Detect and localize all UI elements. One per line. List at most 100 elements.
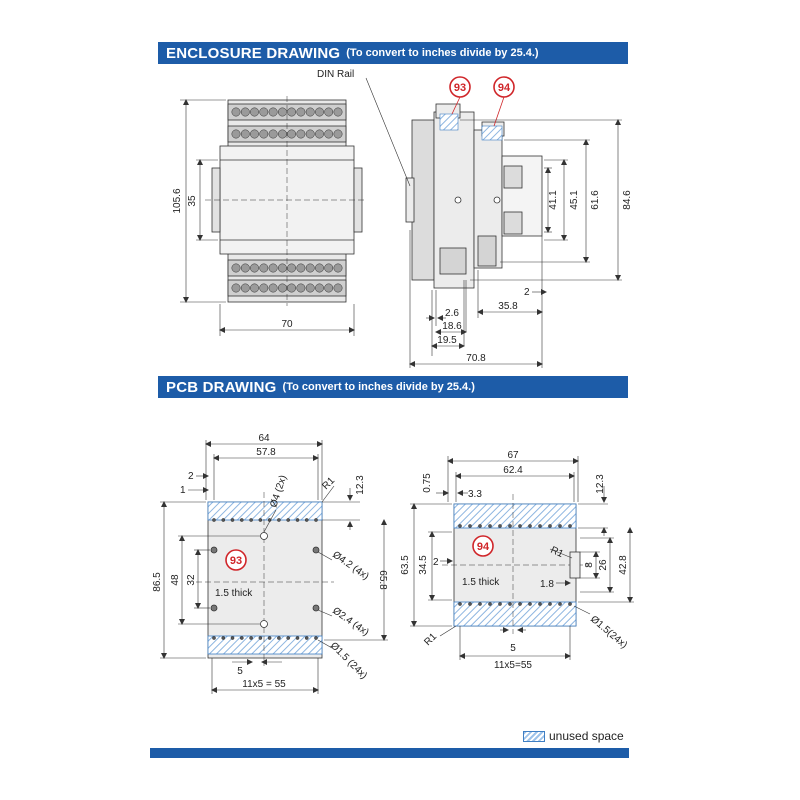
pin-hole — [277, 636, 281, 640]
pin-hole — [478, 524, 482, 528]
pin-hole — [295, 518, 300, 522]
dim-18-6: 18.6 — [442, 321, 462, 332]
terminal-screw — [250, 283, 259, 293]
pin-hole — [498, 524, 502, 528]
terminal-screw — [277, 107, 287, 117]
enclosure-side-view — [405, 103, 543, 289]
pcb-94-hole-1-5: Ø1.5(24x) — [588, 614, 629, 651]
pin-hole — [295, 636, 300, 640]
dim-41-1: 41.1 — [548, 190, 559, 210]
pcb-94-dim-34-5: 34.5 — [418, 555, 429, 575]
pcb-94-dims — [410, 456, 634, 660]
pcb-94-dim-26: 26 — [598, 559, 609, 571]
pcb-93-dim-12-3: 12.3 — [355, 475, 366, 495]
terminal-screw — [333, 283, 343, 293]
pcb-93-dims — [160, 440, 388, 694]
terminal-screw — [287, 107, 297, 117]
pin-hole — [304, 636, 309, 640]
svg-text:93: 93 — [230, 555, 242, 567]
pcb-93-dim-64: 64 — [258, 433, 270, 444]
dim-35-8: 35.8 — [498, 301, 518, 312]
terminal-screw — [259, 263, 269, 273]
terminal-screw — [268, 283, 278, 293]
pcb-93-dim-48: 48 — [170, 574, 181, 586]
terminal-screw — [324, 107, 334, 117]
pin-hole — [249, 518, 253, 522]
pin-hole — [230, 636, 235, 640]
pin-hole — [221, 636, 226, 640]
pcb-94-r1-corner: R1 — [422, 631, 439, 648]
terminal-screw — [277, 263, 287, 273]
pcb-title: PCB DRAWING — [166, 378, 277, 396]
pin-hole — [538, 524, 542, 528]
pin-hole — [518, 602, 522, 606]
pcb-93-thickness: 1.5 thick — [215, 588, 253, 599]
dim-2: 2 — [524, 287, 530, 298]
terminal-screw — [324, 283, 334, 293]
pin-hole — [239, 518, 244, 522]
terminal-screw — [296, 107, 306, 117]
dim-70-8: 70.8 — [466, 353, 486, 364]
dim-19-5: 19.5 — [437, 335, 457, 346]
callout-94-top: 94 — [493, 76, 515, 127]
pcb-93-dim-86-5: 86.5 — [152, 572, 163, 592]
pcb-94-dim-63-5: 63.5 — [400, 555, 411, 575]
pcb-94-thickness: 1.5 thick — [462, 577, 500, 588]
terminal-screw — [277, 283, 287, 293]
terminal-screw — [315, 283, 324, 293]
pcb-93-pin-holes — [212, 518, 318, 640]
pcb-94-pin-holes — [458, 524, 572, 606]
dim-45-1: 45.1 — [569, 190, 580, 210]
pin-hole — [558, 524, 562, 528]
pcb-93-pitch: 11x5 = 55 — [242, 679, 286, 690]
pin-hole — [468, 602, 472, 606]
terminal-screw — [333, 263, 343, 273]
pin-hole — [548, 602, 552, 606]
svg-text:93: 93 — [454, 82, 466, 94]
dim-height-overall: 105.6 — [172, 188, 183, 213]
terminal-screw — [250, 129, 259, 139]
pin-hole — [258, 518, 263, 522]
terminal-screw — [296, 263, 306, 273]
dim-height-inner: 35 — [187, 195, 198, 207]
terminal-screw — [287, 263, 297, 273]
terminal-screw — [333, 107, 343, 117]
pcb-94-dim-0-75: 0.75 — [422, 473, 433, 493]
terminal-screws — [231, 107, 343, 293]
pcb-94-dim-3-3: 3.3 — [468, 489, 482, 500]
terminal-screw — [305, 107, 315, 117]
terminal-screw — [259, 107, 269, 117]
pcb-94-dim-8: 8 — [584, 562, 595, 568]
pin-hole — [458, 602, 462, 606]
terminal-screw — [296, 283, 306, 293]
pcb-93-hole-4-2: Ø4.2 (4x) — [330, 549, 370, 582]
pcb-93-dim-2: 2 — [188, 471, 194, 482]
svg-text:94: 94 — [498, 82, 511, 94]
enclosure-side-dims — [409, 119, 622, 368]
terminal-screw — [315, 107, 324, 117]
pin-hole — [314, 636, 318, 640]
terminal-screw — [296, 129, 306, 139]
pin-hole — [286, 518, 291, 522]
terminal-screw — [315, 129, 324, 139]
terminal-screw — [305, 263, 315, 273]
callout-93-top: 93 — [449, 76, 471, 115]
terminal-screw — [259, 283, 269, 293]
terminal-screw — [250, 107, 259, 117]
pcb-93-hole-2-4: Ø2.4 (4x) — [330, 605, 370, 638]
pin-hole — [548, 524, 552, 528]
terminal-screw — [268, 129, 278, 139]
pin-hole — [249, 636, 253, 640]
pcb-94-dim-2: 2 — [433, 557, 439, 568]
pcb-93-dim-57-8: 57.8 — [256, 447, 276, 458]
dim-61-6: 61.6 — [590, 190, 601, 210]
pin-hole — [286, 636, 291, 640]
svg-text:94: 94 — [477, 541, 490, 553]
pin-hole — [277, 518, 281, 522]
hatch-swatch-icon — [523, 730, 545, 742]
pcb-94-dim-42-8: 42.8 — [618, 555, 629, 575]
pcb-94-dim-67: 67 — [507, 450, 519, 461]
pin-hole — [458, 524, 462, 528]
terminal-screw — [287, 283, 297, 293]
